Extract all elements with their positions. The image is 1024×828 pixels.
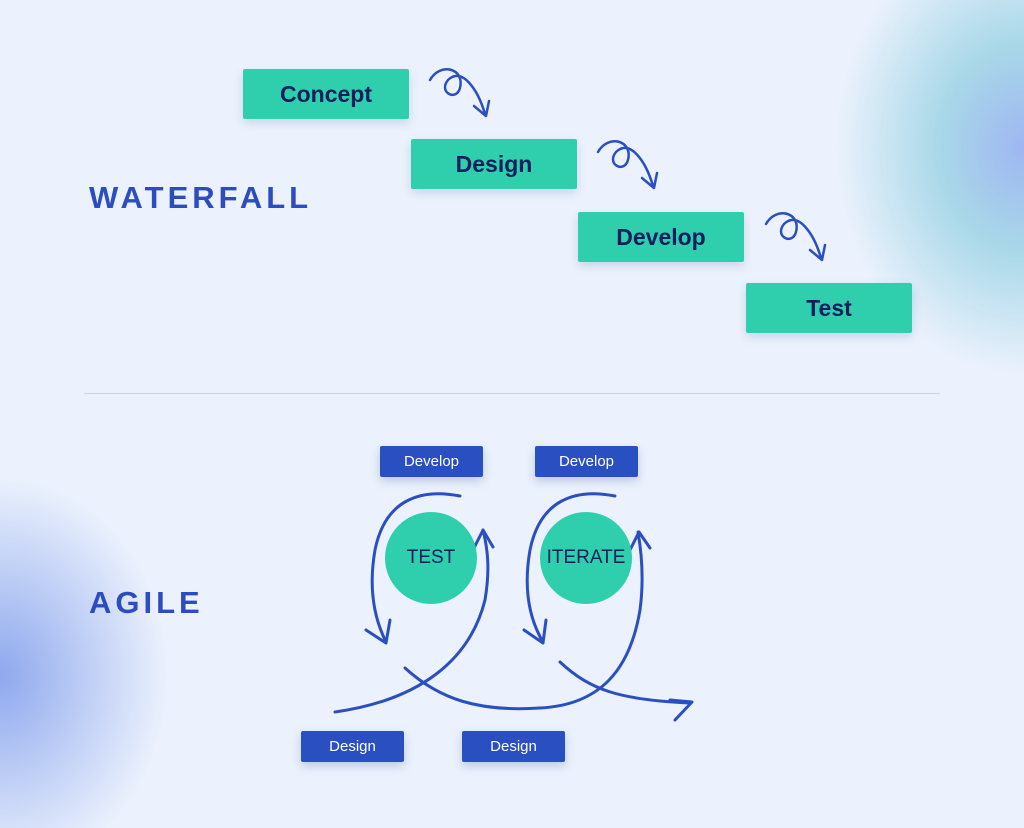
iterate-circle: ITERATE: [540, 512, 632, 604]
squiggle-arrow-icon: [764, 212, 827, 262]
waterfall-step-test: Test: [746, 283, 912, 333]
agile-design-box-2: Design: [462, 731, 565, 762]
loop-arrow-1: [333, 492, 495, 714]
squiggle-arrow-icon: [596, 140, 659, 190]
waterfall-step-concept: Concept: [243, 69, 409, 119]
waterfall-step-develop: Develop: [578, 212, 744, 262]
squiggle-arrow-icon: [428, 68, 491, 118]
background-glow-bottom-left: [0, 448, 200, 828]
loop-arrow-2: [403, 492, 694, 722]
section-divider: [84, 393, 940, 394]
background-glow-top-right: [824, 0, 1024, 420]
test-circle: TEST: [385, 512, 477, 604]
waterfall-label: WATERFALL: [89, 180, 313, 215]
agile-design-box-1: Design: [301, 731, 404, 762]
agile-label: AGILE: [89, 585, 204, 620]
agile-develop-box-1: Develop: [380, 446, 483, 477]
agile-develop-box-2: Develop: [535, 446, 638, 477]
waterfall-step-design: Design: [411, 139, 577, 189]
